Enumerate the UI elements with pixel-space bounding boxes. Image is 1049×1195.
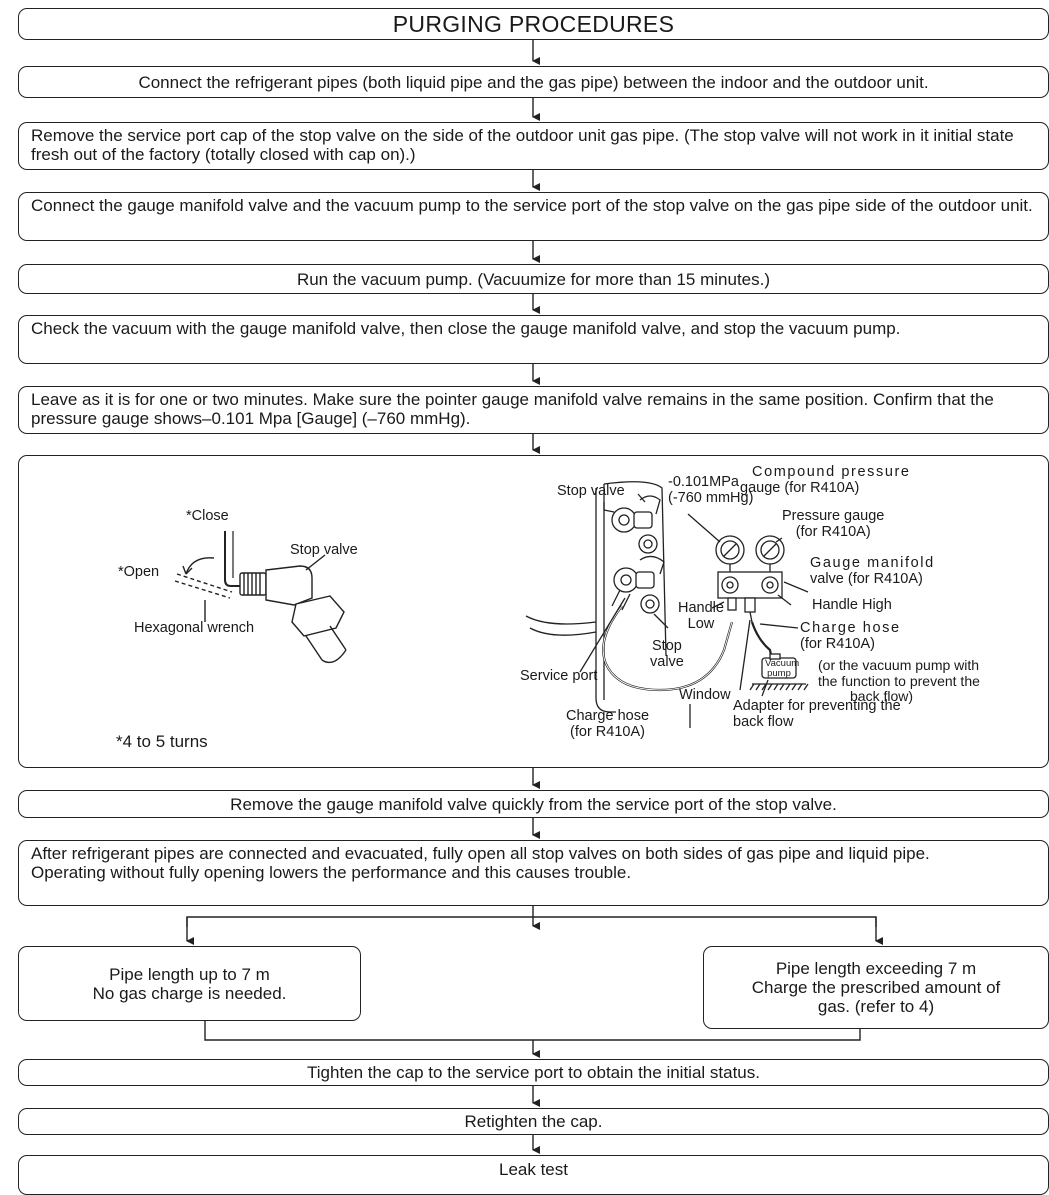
label-pressure-reading-line1: -0.101MPa xyxy=(668,474,739,490)
branch-long-pipe-line2: Charge the prescribed amount of xyxy=(751,978,1001,997)
label-manifold-line1: Gauge manifold xyxy=(810,555,935,571)
step-check-vacuum: Check the vacuum with the gauge manifold… xyxy=(18,315,1049,364)
stop-valve-wrench-drawing xyxy=(174,531,347,664)
label-turns: *4 to 5 turns xyxy=(116,732,208,751)
label-hex-wrench: Hexagonal wrench xyxy=(134,620,255,636)
label-vacuum-pump: Vacuum pump xyxy=(765,658,800,679)
step-remove-cap: Remove the service port cap of the stop … xyxy=(18,122,1049,170)
step-connect-pipes: Connect the refrigerant pipes (both liqu… xyxy=(18,66,1049,98)
label-charge-hose-right-line2: (for R410A) xyxy=(800,636,875,652)
step-connect-gauge: Connect the gauge manifold valve and the… xyxy=(18,192,1049,241)
step-open-valves: After refrigerant pipes are connected an… xyxy=(18,840,1049,906)
page-title: PURGING PROCEDURES xyxy=(18,8,1049,40)
vacuum-setup-drawing xyxy=(525,481,809,728)
label-charge-hose-bottom-line2: (for R410A) xyxy=(570,724,645,740)
label-service-port: Service port xyxy=(520,668,598,684)
label-stop-valve-left: Stop valve xyxy=(290,542,358,558)
label-vacuum-pump-line2: pump xyxy=(767,668,791,679)
branch-short-pipe: Pipe length up to 7 m No gas charge is n… xyxy=(18,946,361,1021)
label-handle-low-line2: Low xyxy=(687,616,715,632)
label-open: *Open xyxy=(118,564,160,580)
label-stop-valve-top: Stop valve xyxy=(557,483,625,499)
branch-long-pipe-line3: gas. (refer to 4) xyxy=(817,997,935,1016)
step-remove-gauge: Remove the gauge manifold valve quickly … xyxy=(18,790,1049,818)
step-open-valves-line2: Operating without fully opening lowers t… xyxy=(31,863,632,882)
branch-short-pipe-line1: Pipe length up to 7 m xyxy=(109,964,270,984)
label-charge-hose-right-line1: Charge hose xyxy=(800,620,901,636)
step-leave: Leave as it is for one or two minutes. M… xyxy=(18,386,1049,434)
label-vacuum-pump-note-line2: the function to prevent the xyxy=(818,672,980,689)
label-manifold-line2: valve (for R410A) xyxy=(810,571,923,587)
label-adapter: Adapter for preventing the back flow xyxy=(733,698,901,730)
label-pressure-gauge-line2: (for R410A) xyxy=(795,524,871,540)
label-manifold: Gauge manifold valve (for R410A) xyxy=(810,555,935,587)
label-pressure-gauge: Pressure gauge (for R410A) xyxy=(782,508,884,540)
illustration-panel xyxy=(18,455,1049,768)
label-handle-low: Handle Low xyxy=(678,600,724,632)
label-compound-gauge-line2: gauge (for R410A) xyxy=(740,480,860,496)
label-compound-gauge: Compound pressure gauge (for R410A) xyxy=(740,464,911,496)
label-charge-hose-bottom-line1: Charge hose xyxy=(566,708,650,724)
branch-short-pipe-line2: No gas charge is needed. xyxy=(92,983,287,1003)
label-handle-high: Handle High xyxy=(812,597,892,613)
label-adapter-line2: back flow xyxy=(733,714,794,730)
label-pressure-gauge-line1: Pressure gauge xyxy=(782,508,885,524)
label-stop-valve-bottom-line2: valve xyxy=(650,654,684,670)
label-pressure-reading: -0.101MPa (-760 mmHg) xyxy=(668,474,753,506)
label-charge-hose-right: Charge hose (for R410A) xyxy=(800,620,901,652)
label-vacuum-pump-note-line1: (or the vacuum pump with xyxy=(818,657,980,673)
label-window: Window xyxy=(679,687,731,703)
step-retighten: Retighten the cap. xyxy=(18,1108,1049,1135)
branch-long-pipe: Pipe length exceeding 7 m Charge the pre… xyxy=(703,946,1049,1029)
step-tighten-cap: Tighten the cap to the service port to o… xyxy=(18,1059,1049,1086)
label-adapter-line1: Adapter for preventing the xyxy=(733,698,901,714)
label-stop-valve-bottom: Stop valve xyxy=(650,638,684,670)
label-charge-hose-bottom: Charge hose (for R410A) xyxy=(566,708,649,740)
branch-long-pipe-line1: Pipe length exceeding 7 m xyxy=(775,959,977,978)
step-open-valves-line1: After refrigerant pipes are connected an… xyxy=(31,844,930,863)
label-handle-low-line1: Handle xyxy=(678,600,724,616)
label-vacuum-pump-line1: Vacuum xyxy=(765,658,800,669)
label-stop-valve-bottom-line1: Stop xyxy=(652,638,682,654)
label-compound-gauge-line1: Compound pressure xyxy=(752,464,911,480)
step-run-pump: Run the vacuum pump. (Vacuumize for more… xyxy=(18,264,1049,294)
label-pressure-reading-line2: (-760 mmHg) xyxy=(668,490,754,506)
label-vacuum-pump-note-line3: back flow) xyxy=(850,688,914,704)
label-close: *Close xyxy=(186,508,229,524)
label-vacuum-pump-note: (or the vacuum pump with the function to… xyxy=(818,657,980,705)
